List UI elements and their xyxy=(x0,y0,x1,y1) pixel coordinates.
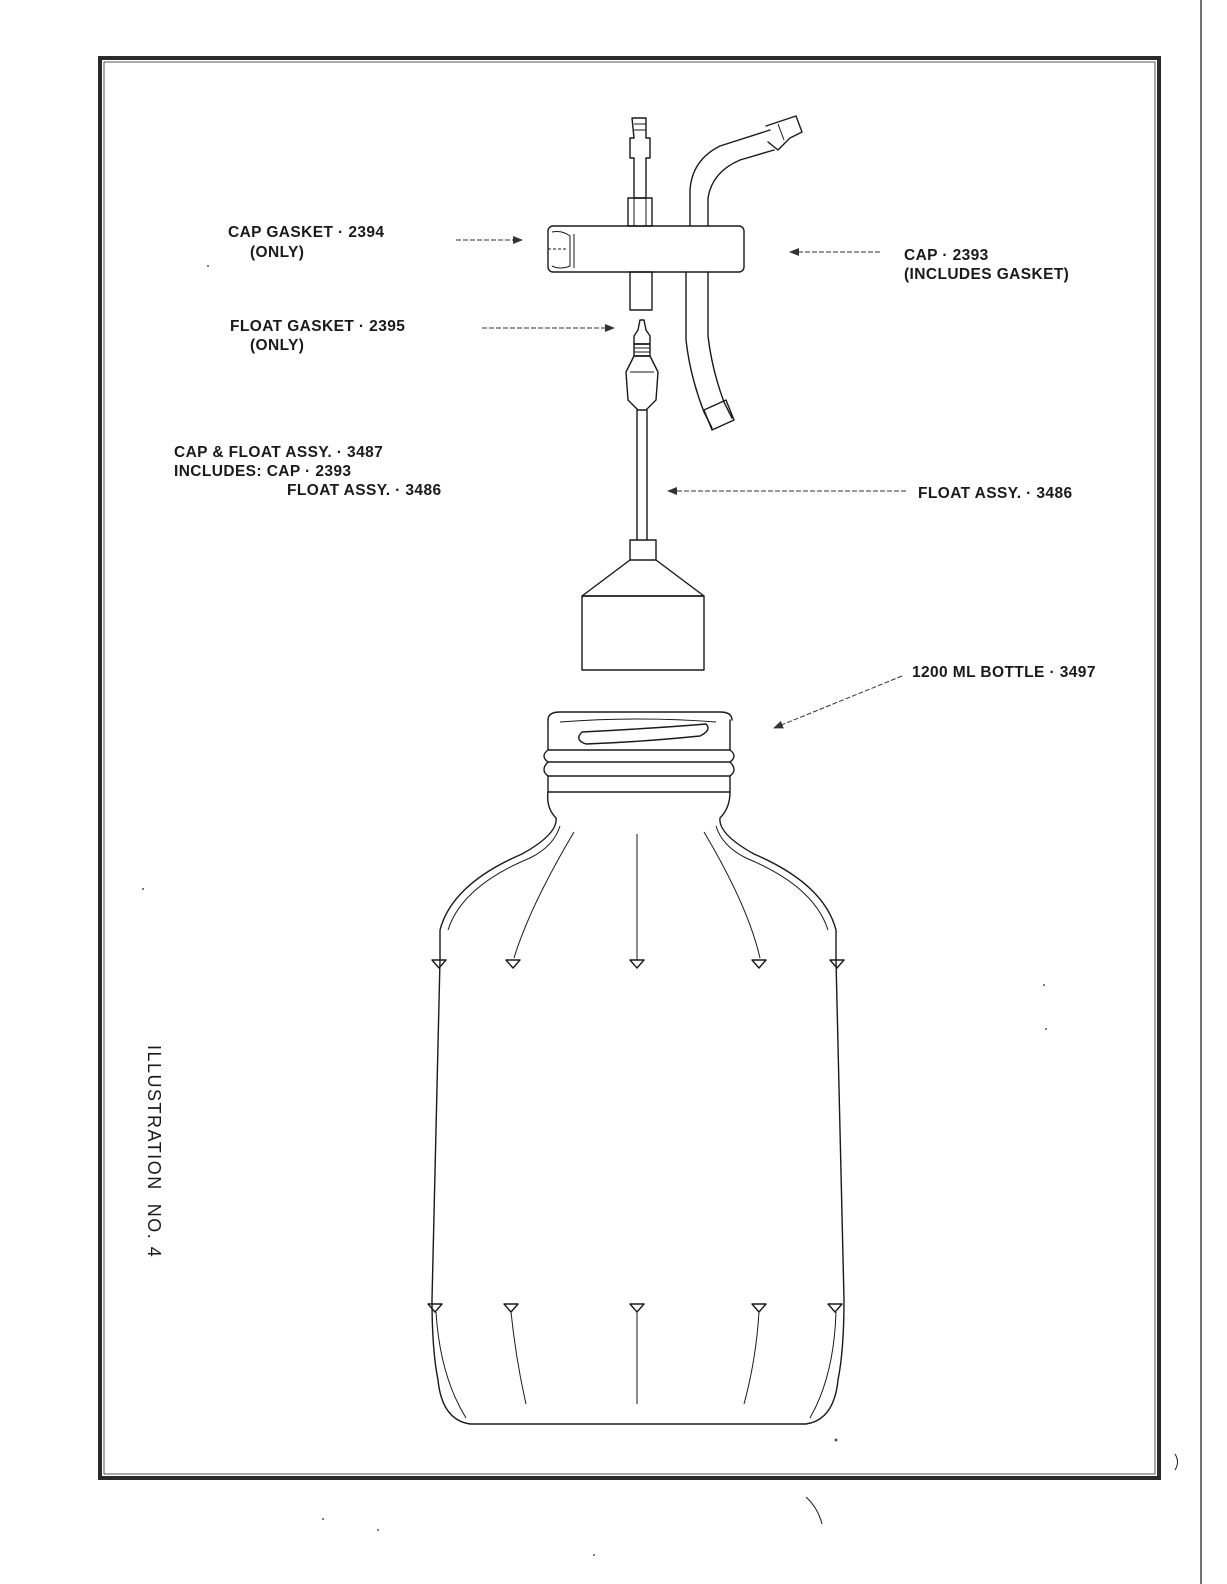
cap-float-assy-float: FLOAT ASSY. · 3486 xyxy=(287,482,442,499)
cap-note: (INCLUDES GASKET) xyxy=(904,266,1069,283)
leader-arrows xyxy=(456,240,906,728)
hose-barb xyxy=(628,118,652,226)
scan-mark xyxy=(806,1497,822,1524)
base-ribs xyxy=(428,1304,842,1418)
float-stem xyxy=(637,410,647,540)
float-assembly xyxy=(582,320,704,670)
leader-bottle xyxy=(774,676,902,728)
cap-disc xyxy=(548,226,744,272)
float-gasket-label: FLOAT GASKET · 2395 xyxy=(230,318,405,335)
bottle-label: 1200 ML BOTTLE · 3497 xyxy=(912,664,1096,681)
cap-gasket-label: CAP GASKET · 2394 xyxy=(228,224,384,241)
scan-mark xyxy=(1175,1454,1178,1470)
dip-tube xyxy=(686,272,734,430)
float-gasket-note: (ONLY) xyxy=(250,337,304,354)
float-valve-tip xyxy=(634,320,650,356)
cap-float-assy-label: CAP & FLOAT ASSY. · 3487 xyxy=(174,444,383,461)
float-connector xyxy=(626,356,658,410)
cap-boss xyxy=(630,272,652,310)
float-assy-label: FLOAT ASSY. · 3486 xyxy=(918,485,1073,502)
cap-float-assy-includes: INCLUDES: CAP · 2393 xyxy=(174,463,351,480)
cap-gasket-note: (ONLY) xyxy=(250,244,304,261)
illustration-title: ILLUSTRATION NO. 4 xyxy=(144,1045,164,1258)
bottle-neck xyxy=(544,712,734,792)
cap-label: CAP · 2393 xyxy=(904,247,989,264)
bottle-outline xyxy=(432,792,844,1424)
shoulder-ribs xyxy=(432,832,844,968)
cap-assembly xyxy=(548,116,802,430)
bottle-illustration xyxy=(428,712,844,1424)
vent-tube xyxy=(690,116,802,226)
part-labels: CAP GASKET · 2394 (ONLY) CAP · 2393 (INC… xyxy=(174,224,1096,681)
float-body xyxy=(582,540,704,670)
